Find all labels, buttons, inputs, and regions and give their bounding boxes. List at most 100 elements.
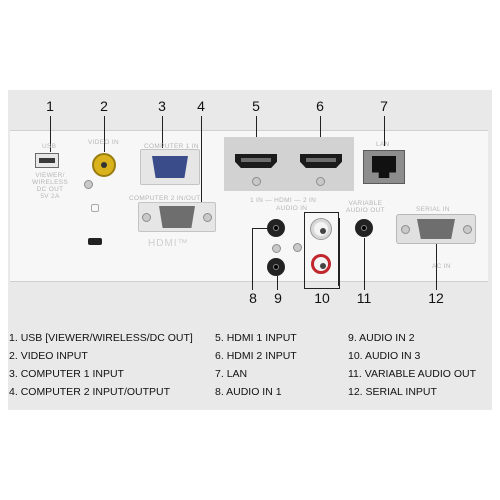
computer-2-in-out-label: COMPUTER 2 IN/OUT: [129, 195, 201, 202]
hdmi-row-label: 1 IN — HDMI — 2 IN: [250, 197, 317, 204]
usb-label: USB: [42, 143, 57, 150]
legend-text: HDMI 1 INPUT: [226, 332, 297, 344]
serial-screw-right: [463, 225, 472, 234]
legend-text: COMPUTER 2 INPUT/OUTPUT: [20, 386, 171, 398]
legend-item-11: 11. VARIABLE AUDIO OUT: [348, 368, 476, 380]
legend-number: 9.: [348, 332, 357, 344]
lan-port: [363, 150, 405, 184]
legend-number: 4.: [9, 386, 18, 398]
video-in-jack-center: [101, 162, 107, 168]
legend-text: VIDEO INPUT: [20, 350, 88, 362]
legend-number: 2.: [9, 350, 18, 362]
leader-line-12: [436, 244, 437, 290]
legend-item-4: 4. COMPUTER 2 INPUT/OUTPUT: [9, 386, 170, 398]
legend-number: 11.: [348, 368, 362, 380]
legend-text: COMPUTER 1 INPUT: [20, 368, 124, 380]
legend-text: USB [VIEWER/WIRELESS/DC OUT]: [20, 332, 193, 344]
usb-port: [35, 153, 59, 168]
legend-text: AUDIO IN 1: [226, 386, 282, 398]
legend-number: 6.: [215, 350, 224, 362]
legend-number: 12.: [348, 386, 363, 398]
video-screw: [84, 180, 93, 189]
security-slot: [88, 238, 102, 245]
callout-8: 8: [249, 290, 257, 306]
legend-number: 1.: [9, 332, 18, 344]
legend-item-3: 3. COMPUTER 1 INPUT: [9, 368, 124, 380]
hdmi-2-screw: [316, 177, 325, 186]
computer-1-in-label: COMPUTER 1 IN: [144, 143, 199, 150]
usb-sub-label: VIEWER/ WIRELESS DC OUT 5V 2A: [32, 172, 68, 200]
callout-4: 4: [197, 98, 205, 114]
leader-line-10c: [304, 288, 340, 289]
legend-item-8: 8. AUDIO IN 1: [215, 386, 282, 398]
leader-line-9: [277, 276, 278, 290]
audio-in-3-white-jack: [311, 219, 331, 239]
leader-line-3: [162, 116, 163, 148]
audio-in-label: AUDIO IN: [276, 205, 308, 212]
hdmi-1-port: [235, 154, 277, 168]
legend-text: AUDIO IN 2: [359, 332, 415, 344]
callout-2: 2: [100, 98, 108, 114]
legend-text: LAN: [226, 368, 248, 380]
legend-number: 8.: [215, 386, 224, 398]
computer-1-in-port: [140, 149, 200, 185]
callout-11: 11: [356, 290, 372, 306]
legend-number: 7.: [215, 368, 224, 380]
hdmi-2-port: [300, 154, 342, 168]
legend-number: 3.: [9, 368, 18, 380]
variable-audio-out-label: VARIABLE AUDIO OUT: [346, 200, 385, 214]
hdmi-1-screw: [252, 177, 261, 186]
vga-connector-blue: [152, 156, 188, 178]
leader-line-8a: [252, 228, 274, 229]
audio-in-2-jack: [267, 258, 285, 276]
ac-in-label: AC IN: [432, 263, 451, 270]
callout-6: 6: [316, 98, 324, 114]
legend-text: VARIABLE AUDIO OUT: [364, 368, 476, 380]
vga-2-screw-right: [203, 213, 212, 222]
callout-1: 1: [46, 98, 54, 114]
leader-line-7: [384, 116, 385, 146]
audio-screw-2: [293, 243, 302, 252]
legend-item-5: 5. HDMI 1 INPUT: [215, 332, 297, 344]
audio-screw: [272, 244, 281, 253]
leader-line-2: [104, 116, 105, 152]
computer-2-in-out-port: [138, 202, 216, 232]
legend-item-2: 2. VIDEO INPUT: [9, 350, 88, 362]
leader-line-5: [256, 116, 257, 154]
serial-connector: [417, 219, 455, 239]
legend-item-9: 9. AUDIO IN 2: [348, 332, 415, 344]
callout-5: 5: [252, 98, 260, 114]
legend-text: SERIAL INPUT: [365, 386, 437, 398]
audio-in-3-bracket: [304, 212, 339, 286]
legend-item-7: 7. LAN: [215, 368, 247, 380]
legend-item-12: 12. SERIAL INPUT: [348, 386, 437, 398]
leader-line-1: [50, 116, 51, 152]
serial-in-label: SERIAL IN: [416, 206, 450, 213]
usb-port-tongue: [39, 158, 55, 163]
variable-audio-out-jack: [355, 219, 373, 237]
video-in-jack: [92, 153, 116, 177]
legend-number: 5.: [215, 332, 224, 344]
legend-item-10: 10. AUDIO IN 3: [348, 350, 420, 362]
legend-item-1: 1. USB [VIEWER/WIRELESS/DC OUT]: [9, 332, 193, 344]
serial-in-port: [396, 214, 476, 244]
callout-12: 12: [428, 290, 444, 306]
serial-screw-left: [401, 225, 410, 234]
callout-3: 3: [158, 98, 166, 114]
audio-in-3-red-jack: [311, 254, 331, 274]
legend-item-6: 6. HDMI 2 INPUT: [215, 350, 297, 362]
leader-line-11: [364, 238, 365, 290]
leader-line-10b: [339, 218, 340, 288]
callout-9: 9: [274, 290, 282, 306]
vga-2-screw-left: [142, 213, 151, 222]
audio-in-1-jack: [267, 219, 285, 237]
leader-line-8b: [252, 228, 253, 290]
leader-line-4: [201, 116, 202, 208]
legend-text: HDMI 2 INPUT: [226, 350, 297, 362]
video-in-label: VIDEO IN: [88, 139, 119, 146]
callout-10: 10: [314, 290, 330, 306]
lan-label: LAN: [376, 141, 390, 148]
lan-socket: [372, 156, 396, 178]
hdmi-logo: HDMI™: [148, 238, 189, 249]
legend-text: AUDIO IN 3: [364, 350, 421, 362]
